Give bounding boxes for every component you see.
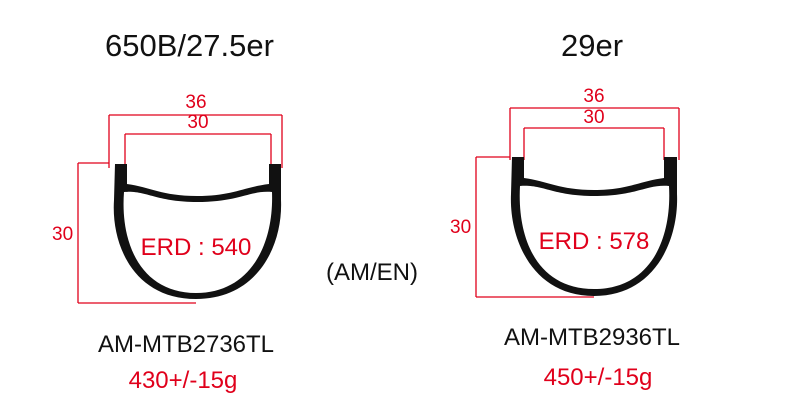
rim-650b-height-label: 30	[52, 224, 73, 245]
rim-29er-height-label: 30	[450, 217, 471, 238]
rim-650b-outer-width-label: 36	[185, 92, 206, 113]
rim-650b: 650B/27.5er 36 30 30 ERD : 540 AM-MTB273…	[52, 28, 283, 394]
rim-29er-erd: ERD : 578	[539, 228, 650, 255]
rim-29er-inner-width-line	[523, 127, 665, 160]
rim-650b-weight: 430+/-15g	[129, 367, 238, 394]
rim-29er-title: 29er	[561, 28, 623, 63]
rim-650b-model: AM-MTB2736TL	[98, 331, 274, 358]
rim-29er-height-line	[475, 156, 594, 298]
rim-29er-profile	[510, 157, 678, 296]
rim-650b-erd: ERD : 540	[141, 234, 252, 261]
rim-650b-inner-width-label: 30	[187, 112, 208, 133]
rim-29er-weight: 450+/-15g	[544, 364, 653, 391]
rim-650b-outer-width-line	[108, 114, 283, 168]
rim-29er-outer-width-label: 36	[583, 86, 604, 107]
rim-29er: 29er 36 30 30 ERD : 578 AM-MTB2936TL 450…	[450, 28, 680, 391]
rim-650b-height-line	[77, 162, 196, 304]
rim-650b-profile	[113, 164, 282, 299]
rim-29er-inner-width-label: 30	[583, 107, 604, 128]
rim-29er-outer-width-line	[509, 107, 680, 160]
rim-29er-model: AM-MTB2936TL	[504, 324, 680, 351]
rim-650b-inner-width-line	[124, 133, 272, 164]
rim-650b-title: 650B/27.5er	[105, 28, 274, 63]
category-label: (AM/EN)	[326, 259, 418, 286]
